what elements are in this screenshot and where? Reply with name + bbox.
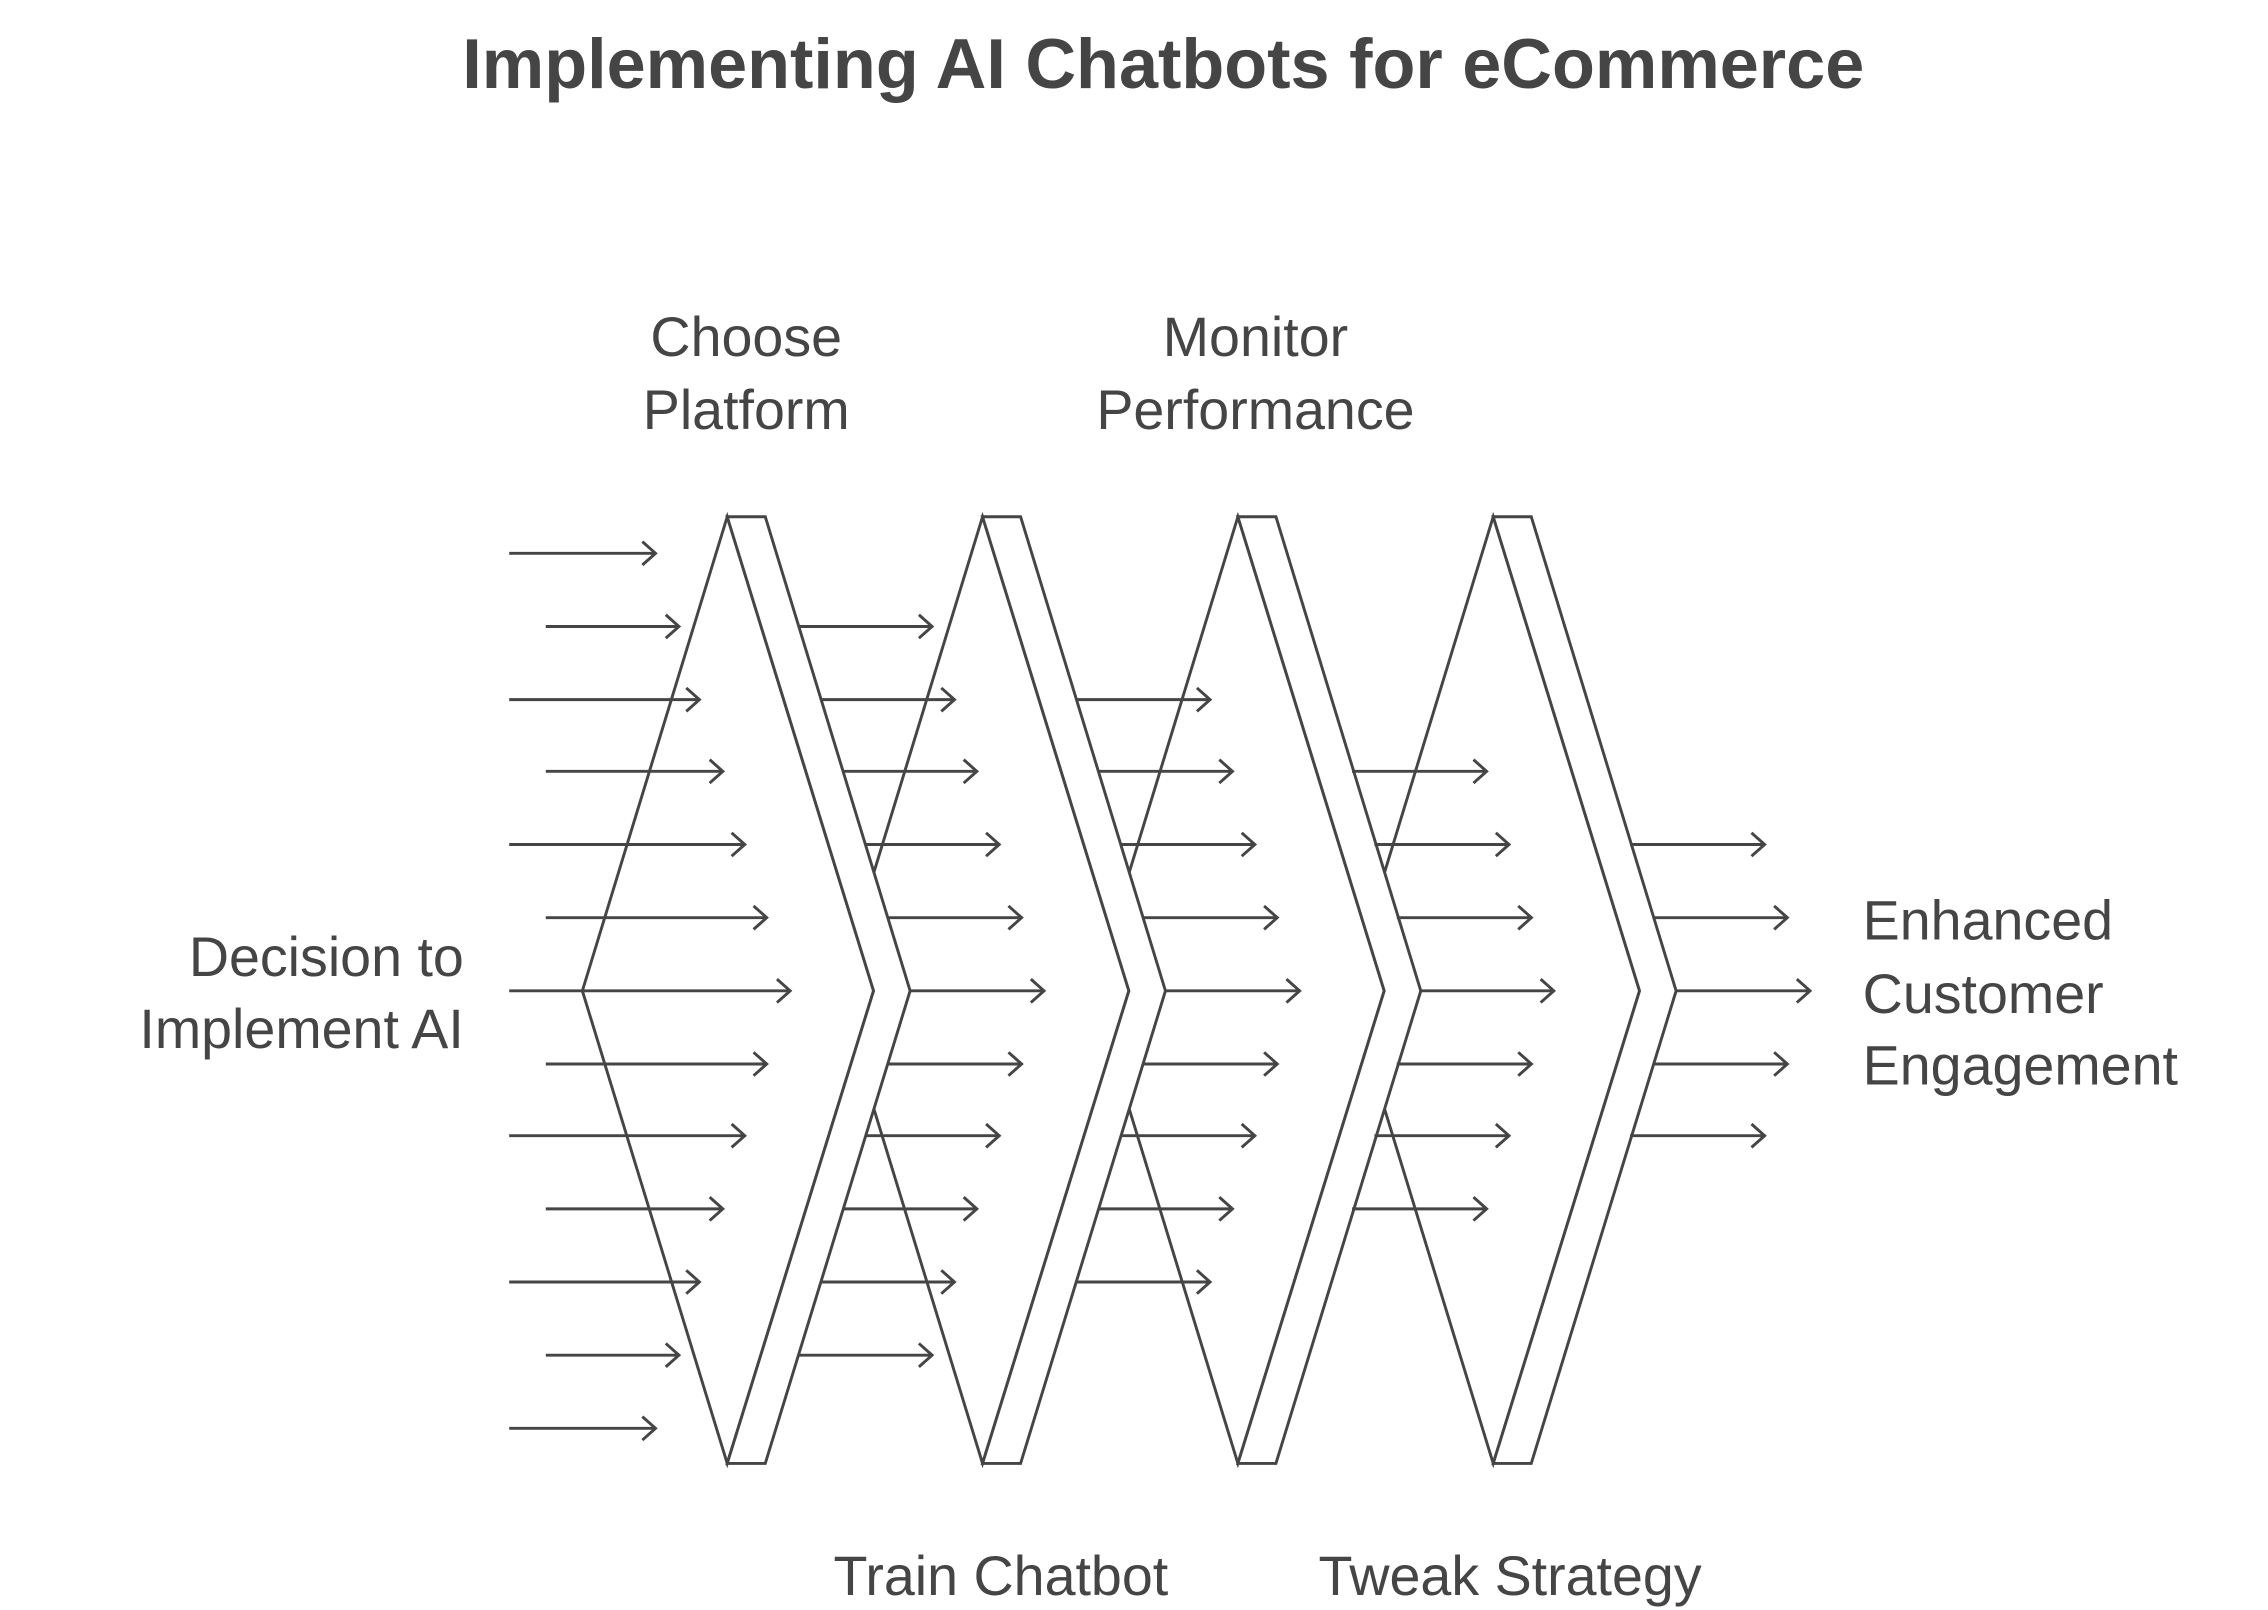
flow-arrow-icon [1630, 1122, 1767, 1149]
chevron-edge [980, 515, 1167, 1465]
stage-3-label-line-2: Performance [1096, 379, 1414, 441]
input-label-line-1: Decision to [189, 926, 464, 988]
flow-arrow-icon [1097, 758, 1235, 785]
flow-arrow-icon [1352, 758, 1489, 785]
flow-arrow-icon [866, 831, 1002, 858]
flow-arrow-icon [509, 1122, 747, 1149]
input-label-line-2: Implement AI [139, 998, 463, 1060]
flow-arrow-icon [545, 1342, 682, 1368]
flow-arrow-icon [545, 758, 726, 785]
flow-arrow-icon [1142, 1051, 1280, 1077]
flow-arrow-icon [509, 540, 658, 567]
flow-arrow-icon [1075, 1269, 1213, 1295]
stage-3-label-line-1: Monitor [1163, 306, 1348, 368]
chevron-edge [725, 515, 912, 1465]
flow-arrow-icon [1630, 831, 1767, 858]
flow-arrow-icon [1352, 1196, 1489, 1222]
flow-arrow-icon [545, 904, 769, 931]
chevron-edge [1235, 515, 1423, 1465]
output-label-line-1: Enhanced [1863, 890, 2113, 952]
flow-arrow-icon [1120, 1122, 1258, 1149]
flow-arrow-icon [545, 613, 682, 640]
stage-1-label-line-1: Choose [650, 306, 842, 368]
flow-arrow-icon [821, 686, 957, 713]
flow-arrow-icon [1652, 1051, 1790, 1077]
flow-arrow-icon [1374, 1122, 1512, 1149]
flow-arrow-icon [1097, 1196, 1235, 1222]
stage-2-label: Train Chatbot [833, 1545, 1168, 1607]
flow-arrow-icon [509, 1415, 658, 1442]
flow-arrow-icon [1419, 978, 1557, 1004]
flow-arrow-icon [1165, 978, 1302, 1004]
flow-arrow-icon [1120, 831, 1258, 858]
flow-arrow-icon [509, 686, 702, 713]
flow-arrow-icon [1675, 978, 1813, 1004]
flow-arrow-icon [843, 758, 980, 785]
flow-arrow-icon [843, 1196, 980, 1222]
flow-arrow-icon [888, 1051, 1024, 1077]
flow-arrow-icon [509, 978, 793, 1004]
diagram-title: Implementing AI Chatbots for eCommerce [462, 24, 1864, 103]
flow-arrow-icon [509, 1269, 702, 1295]
flow-arrow-icon [1396, 1051, 1534, 1077]
flow-arrow-icon [509, 831, 747, 858]
flow-arrow-icon [798, 613, 935, 640]
output-label-line-3: Engagement [1863, 1034, 2179, 1096]
chevron-edge [1491, 515, 1678, 1465]
flow-arrow-icon [1142, 904, 1280, 931]
flow-arrow-icon [798, 1342, 935, 1368]
flow-arrow-icon [910, 978, 1047, 1004]
flow-arrow-icon [545, 1051, 769, 1077]
stage-4-label: Tweak Strategy [1318, 1545, 1701, 1607]
flow-arrow-icon [1374, 831, 1512, 858]
flow-arrow-icon [1396, 904, 1534, 931]
stage-1-label-line-2: Platform [643, 379, 850, 441]
flow-arrow-icon [1652, 904, 1790, 931]
flow-arrow-icon [866, 1122, 1002, 1149]
flow-arrow-icon [545, 1196, 726, 1222]
flow-arrow-icon [888, 904, 1024, 931]
flow-arrow-icon [821, 1269, 957, 1295]
arrow-group [509, 540, 1813, 1442]
output-label-line-2: Customer [1863, 963, 2104, 1025]
flow-arrow-icon [1075, 686, 1213, 713]
